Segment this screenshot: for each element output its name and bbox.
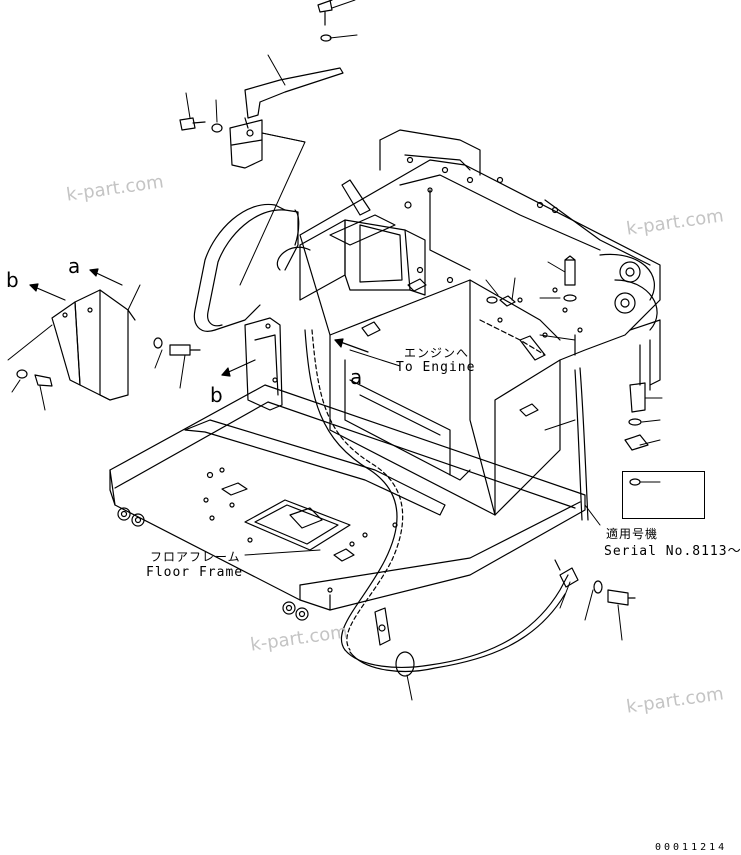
view-letter-b: b [6,268,19,292]
side-cover [51,289,136,401]
leader-lines [7,0,663,701]
top-cover-plate [229,67,344,169]
serial-callout-box [622,471,705,519]
drawing-code: 00011214 [655,842,728,853]
hand-rail [193,203,300,332]
to-engine-label-jp: エンジンへ [404,346,470,360]
view-letter-a-center: a [350,365,363,389]
step-plate [244,317,283,411]
to-engine-label: To Engine [396,360,476,375]
floor-frame-label: Floor Frame [146,565,244,580]
hardware [16,0,649,606]
serial-label-jp: 適用号機 [606,527,659,541]
floor-frame [109,384,586,646]
view-letter-a: a [68,254,81,278]
control-box-bracket [276,179,426,301]
serial-number-label: Serial No.8113～ [604,544,741,559]
upper-frame [299,129,661,516]
wire-harness [304,329,589,677]
view-arrows[interactable] [29,268,576,377]
view-letter-b-lower: b [210,383,223,407]
floor-frame-label-jp: フロアフレーム [150,550,241,564]
